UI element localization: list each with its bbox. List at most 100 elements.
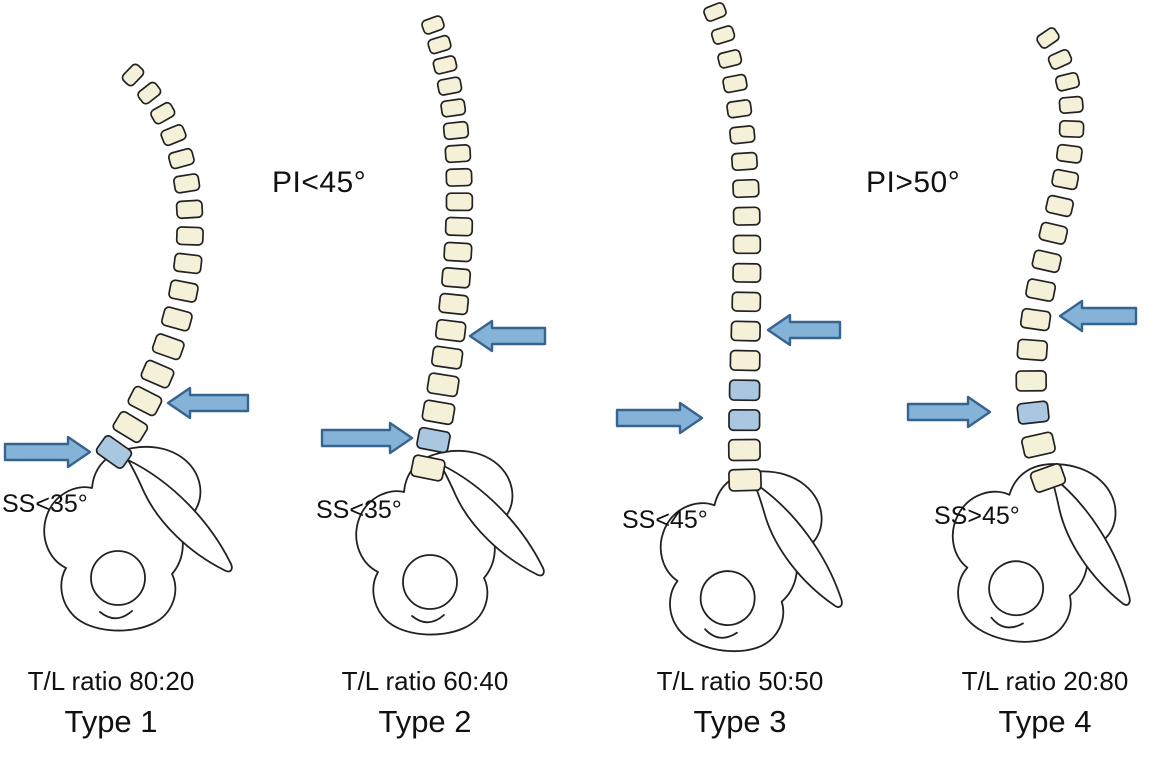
ss-label-type1: SS<35° bbox=[2, 490, 88, 518]
vertebra-highlighted bbox=[95, 435, 133, 469]
vertebra bbox=[160, 124, 187, 147]
vertebra bbox=[173, 252, 203, 275]
arrow-pointing-right-2 bbox=[320, 421, 414, 455]
vertebra bbox=[1058, 119, 1085, 139]
vertebra bbox=[150, 101, 176, 125]
sacrum-outline bbox=[439, 463, 545, 577]
vertebra bbox=[167, 147, 195, 170]
vertebra bbox=[140, 359, 175, 389]
vertebra bbox=[175, 226, 204, 246]
pi-annotation-right: PI>50° bbox=[866, 166, 961, 199]
vertebra bbox=[151, 333, 185, 361]
vertebra bbox=[726, 99, 753, 119]
arrow-pointing-right-1 bbox=[3, 435, 92, 469]
pelvis-drawing-1 bbox=[43, 446, 233, 632]
vertebra bbox=[1031, 249, 1062, 274]
vertebra bbox=[729, 349, 761, 372]
vertebra bbox=[427, 34, 452, 55]
ischium-detail-line bbox=[990, 616, 1024, 629]
vertebra bbox=[1015, 369, 1048, 392]
vertebra bbox=[1047, 48, 1073, 70]
figure-caption-4: T/L ratio 20:80 Type 4 bbox=[915, 666, 1174, 740]
arrow-pointing-left-3 bbox=[766, 313, 842, 347]
vertebra bbox=[160, 306, 193, 332]
vertebra bbox=[443, 241, 473, 263]
vertebra bbox=[168, 279, 199, 303]
pelvis-drawing-4 bbox=[951, 463, 1131, 643]
vertebra bbox=[1054, 71, 1081, 92]
ratio-label-4: T/L ratio 20:80 bbox=[961, 666, 1129, 696]
type-label-4: Type 4 bbox=[998, 704, 1092, 739]
ratio-label-3: T/L ratio 50:50 bbox=[656, 666, 824, 696]
vertebra bbox=[444, 216, 474, 237]
ischium-detail-line bbox=[411, 614, 445, 624]
vertebra bbox=[1021, 431, 1056, 459]
vertebra bbox=[732, 178, 760, 199]
vertebra bbox=[1045, 194, 1075, 218]
vertebra bbox=[1029, 463, 1067, 493]
vertebra bbox=[729, 125, 756, 145]
arrow-pointing-right-4 bbox=[906, 395, 992, 429]
vertebra bbox=[421, 15, 445, 35]
vertebra bbox=[175, 199, 204, 220]
vertebra bbox=[121, 63, 145, 87]
vertebra bbox=[173, 173, 201, 194]
vertebra bbox=[703, 2, 727, 22]
vertebra bbox=[1058, 95, 1084, 115]
vertebra bbox=[445, 167, 473, 187]
sacrum-outline bbox=[127, 459, 233, 573]
vertebra-highlighted bbox=[728, 409, 761, 432]
ratio-label-2: T/L ratio 60:40 bbox=[341, 666, 509, 696]
arrow-pointing-left-4 bbox=[1058, 299, 1138, 333]
type-label-1: Type 1 bbox=[64, 704, 158, 739]
acetabulum-circle bbox=[90, 550, 146, 606]
acetabulum-circle bbox=[699, 570, 756, 626]
vertebra bbox=[1019, 307, 1052, 332]
pelvis-drawing-3 bbox=[659, 470, 843, 652]
ss-label-type4: SS>45° bbox=[934, 502, 1020, 530]
vertebra bbox=[732, 206, 761, 226]
vertebra bbox=[112, 410, 149, 444]
vertebra bbox=[1025, 278, 1057, 302]
ischium-detail-line bbox=[99, 610, 133, 620]
vertebra bbox=[444, 144, 472, 164]
arrow-pointing-left-1 bbox=[166, 386, 250, 420]
sacrum-outline bbox=[1049, 473, 1131, 606]
vertebra bbox=[445, 192, 474, 212]
vertebra bbox=[410, 454, 446, 482]
vertebra bbox=[710, 25, 736, 45]
pi-annotation-left: PI<45° bbox=[272, 166, 367, 199]
vertebra bbox=[1036, 27, 1060, 49]
vertebra bbox=[137, 81, 162, 105]
vertebra-highlighted bbox=[416, 426, 451, 454]
vertebra bbox=[722, 73, 748, 94]
vertebra-highlighted bbox=[728, 379, 761, 402]
figure-caption-2: T/L ratio 60:40 Type 2 bbox=[295, 666, 555, 740]
ss-label-type2: SS<35° bbox=[316, 496, 402, 524]
vertebra bbox=[1016, 338, 1049, 362]
vertebra bbox=[730, 151, 759, 172]
pelvis-drawing-2 bbox=[355, 450, 545, 636]
vertebra-highlighted bbox=[1016, 400, 1050, 425]
vertebra bbox=[1038, 221, 1069, 245]
vertebra bbox=[440, 98, 467, 118]
ischium-detail-line bbox=[704, 628, 738, 639]
vertebra bbox=[438, 292, 470, 316]
vertebra bbox=[1055, 143, 1083, 164]
vertebra bbox=[436, 76, 463, 96]
acetabulum-circle bbox=[988, 560, 1045, 617]
vertebra bbox=[127, 385, 163, 417]
vertebra bbox=[730, 320, 761, 342]
vertebra bbox=[421, 399, 456, 426]
type-label-2: Type 2 bbox=[378, 704, 472, 739]
sacrum-outline bbox=[753, 481, 843, 608]
vertebra bbox=[430, 345, 464, 370]
vertebra bbox=[434, 318, 467, 343]
spine-column-4 bbox=[1015, 27, 1085, 493]
ss-label-type3: SS<45° bbox=[622, 506, 708, 534]
vertebra bbox=[1051, 168, 1080, 191]
acetabulum-circle bbox=[402, 554, 458, 610]
vertebra bbox=[441, 266, 472, 289]
